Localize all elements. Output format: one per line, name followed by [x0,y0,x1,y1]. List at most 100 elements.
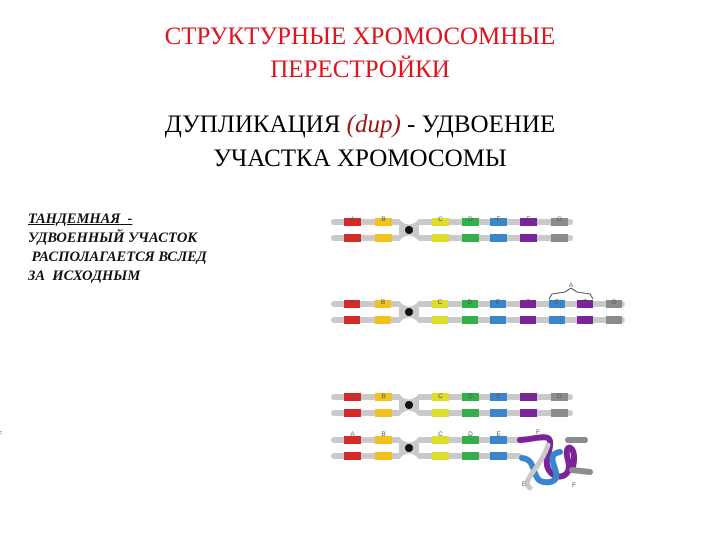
band-D-0-3-1 [462,234,479,242]
band-F-1-7-1 [577,316,593,324]
segment-label-0-0: A [350,216,355,223]
segment-label-0-4: E [496,216,501,223]
band-D-1-3-0 [462,300,478,308]
segment-label-1-3: D [468,299,473,306]
band-F-0-5-1 [520,234,537,242]
segment-label-0-5: F [527,216,531,223]
segment-label-1-5: F [526,299,530,306]
segment-label-1-7: F [583,299,587,306]
loop-arm-a [524,442,551,491]
band-E-3-4-1 [490,452,507,460]
subtitle-definition: - УДВОЕНИЕ [400,111,556,138]
band-D-0-3-0 [462,218,479,226]
band-G-0-6-1 [551,234,568,242]
segment-label-3-3: D [468,431,473,438]
band-F-1-7-0 [577,300,593,308]
segment-label-3-4: E [496,431,501,438]
subtitle-abbreviation: (dup) [346,111,401,138]
band-A-3-0-1 [344,452,361,460]
band-A-0-0-0 [344,218,361,226]
note-line-2: УДВОЕННЫЙ УЧАСТОК [28,230,198,246]
band-A-1-0-0 [344,300,360,308]
band-C-0-2-0 [432,218,449,226]
note-line-3: РАСПОЛАГАЕТСЯ ВСЛЕД [28,249,207,265]
segment-label-1-1: B [381,299,385,306]
subtitle-line-1: ДУПЛИКАЦИЯ (dup) - УДВОЕНИЕ [0,108,720,142]
band-B-3-1-1 [375,452,392,460]
band-B-2-1-0 [375,393,392,401]
centromere-1 [405,308,413,316]
segment-label-2-5: F [527,393,531,400]
band-B-3-1-0 [375,436,392,444]
band-C-2-2-0 [432,393,449,401]
slide-title: СТРУКТУРНЫЕ ХРОМОСОМНЫЕ ПЕРЕСТРОЙКИ [0,20,720,86]
segment-label-2-6: G [557,393,562,400]
band-C-1-2-1 [432,316,448,324]
band-C-1-2-0 [432,300,448,308]
segment-label-2-3: D [468,393,473,400]
loop-band-G-bottom [569,467,593,475]
loop-label-E: E [522,481,527,488]
band-D-3-3-1 [462,452,479,460]
band-F-2-5-0 [520,393,537,401]
segment-label-1-0: A [350,299,355,306]
slide-subtitle: ДУПЛИКАЦИЯ (dup) - УДВОЕНИЕ УЧАСТКА ХРОМ… [0,108,720,176]
loop-band-E [519,449,563,486]
segment-label-0-3: D [468,216,473,223]
band-E-1-6-0 [549,300,565,308]
band-D-2-3-1 [462,409,479,417]
band-B-0-1-0 [375,218,392,226]
segment-label-2-0: A [350,393,355,400]
band-C-2-2-1 [432,409,449,417]
tandem-note: ТАНДЕМНАЯ - УДВОЕННЫЙ УЧАСТОК РАСПОЛАГАЕ… [28,210,328,286]
segment-label-0-1: B [381,216,385,223]
subtitle-line-2: УЧАСТКА ХРОМОСОМЫ [213,145,507,172]
segment-label-3-5: F [0,431,2,438]
loop-top-label: F [536,429,540,436]
centromere-2 [405,401,413,409]
note-line-1: ТАНДЕМНАЯ - [28,211,133,227]
segment-label-3-0: A [350,431,355,438]
segment-label-3-2: C [438,431,443,438]
segment-label-0-2: C [438,216,443,223]
band-C-0-2-1 [432,234,449,242]
band-F-1-5-1 [520,316,536,324]
band-D-1-3-1 [462,316,478,324]
duplication-bracket [548,287,594,300]
band-F-2-5-1 [520,409,537,417]
band-B-1-1-0 [375,300,391,308]
band-C-3-2-1 [432,452,449,460]
band-E-0-4-1 [490,234,507,242]
segment-label-1-8: G [611,299,616,306]
bracket-label: A [569,282,574,289]
band-A-0-0-1 [344,234,361,242]
band-G-0-6-0 [551,218,568,226]
note-line-4: ЗА ИСХОДНЫМ [28,268,141,284]
band-E-0-4-0 [490,218,507,226]
band-E-2-4-0 [490,393,507,401]
band-D-2-3-0 [462,393,479,401]
band-E-1-4-1 [490,316,506,324]
band-G-1-8-1 [606,316,622,324]
band-B-0-1-1 [375,234,392,242]
title-line-1: СТРУКТУРНЫЕ ХРОМОСОМНЫЕ [164,23,556,50]
band-E-3-4-0 [490,436,507,444]
band-F-1-5-0 [520,300,536,308]
band-E-2-4-1 [490,409,507,417]
band-A-2-0-1 [344,409,361,417]
band-B-1-1-1 [375,316,391,324]
segment-label-1-2: C [438,299,443,306]
segment-label-2-2: C [438,393,443,400]
segment-label-1-6: E [555,299,560,306]
band-A-2-0-0 [344,393,361,401]
segment-label-1-4: E [496,299,501,306]
band-E-1-4-0 [490,300,506,308]
segment-label-3-1: B [381,431,385,438]
band-C-3-2-0 [432,436,449,444]
band-G-2-6-1 [551,409,568,417]
band-A-3-0-0 [344,436,361,444]
segment-label-0-6: G [557,216,562,223]
loop-label-F: F [572,482,576,489]
band-G-1-8-0 [606,300,622,308]
band-A-1-0-1 [344,316,360,324]
